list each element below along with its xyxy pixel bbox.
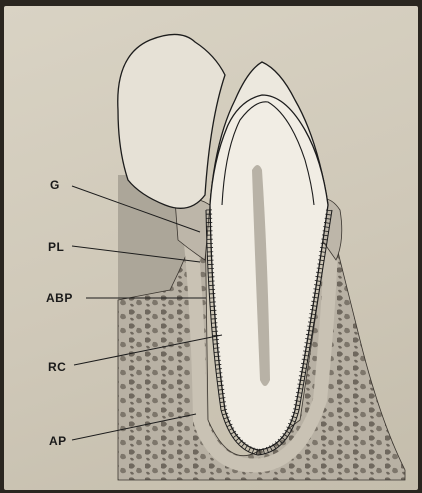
label-G: G [50, 178, 60, 192]
ligament-fiber [212, 331, 218, 332]
ligament-fiber [212, 327, 218, 328]
ligament-fiber [213, 339, 219, 340]
label-AP: AP [49, 434, 67, 448]
adjacent-tooth-crown [118, 34, 225, 208]
label-ABP: ABP [46, 291, 73, 305]
label-RC: RC [48, 360, 66, 374]
label-PL: PL [48, 240, 64, 254]
ligament-fiber [213, 344, 219, 345]
